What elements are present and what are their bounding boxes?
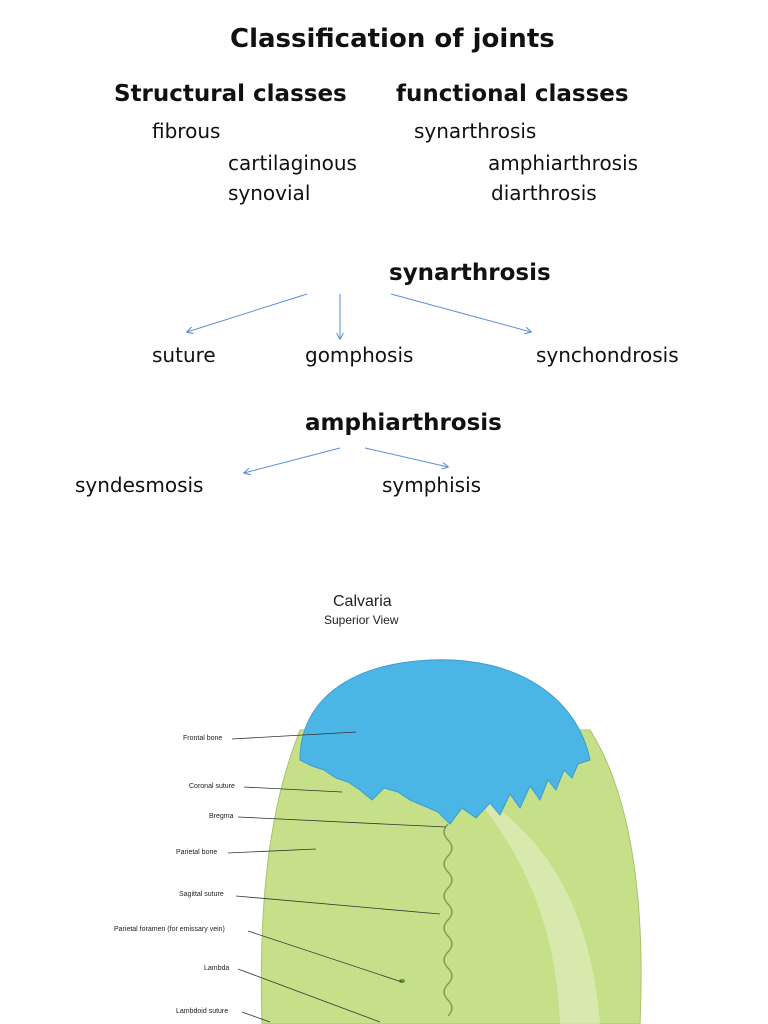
synarthrosis-child-suture: suture [152,343,216,367]
leader-sagittal-suture [235,895,441,915]
label-sagittal-suture: Sagittal suture [179,891,224,898]
amphiarthrosis-child-syndesmosis: syndesmosis [75,473,204,497]
leader-lambda [237,968,381,1023]
label-parietal-bone: Parietal bone [176,849,218,856]
arrow-to-symphisis [364,447,448,467]
page-title: Classification of joints [230,24,555,54]
label-lambda: Lambda [204,965,230,972]
frontal-bone-shape [299,659,591,825]
arrow-to-syndesmosis [244,447,341,473]
amphiarthrosis-child-symphisis: symphisis [382,473,482,497]
sagittal-suture [443,823,453,1017]
figure-title: Calvaria [333,593,392,610]
synarthrosis-child-synchondrosis: synchondrosis [536,343,679,367]
structural-item-fibrous: fibrous [152,119,221,143]
functional-item-diarthrosis: diarthrosis [491,181,597,205]
structural-item-synovial: synovial [228,181,311,205]
leader-coronal-suture [243,786,343,793]
functional-item-synarthrosis: synarthrosis [414,119,537,143]
leader-bregma [237,816,447,828]
label-frontal-bone: Frontal bone [183,735,223,742]
arrow-to-suture [187,293,308,332]
leader-lambdoid-suture [241,1011,271,1023]
label-bregma: Bregma [209,813,234,820]
structural-item-cartilaginous: cartilaginous [228,151,357,175]
figure-subtitle: Superior View [324,613,399,627]
parietal-foramen [399,979,405,983]
functional-item-amphiarthrosis: amphiarthrosis [488,151,639,175]
synarthrosis-child-gomphosis: gomphosis [305,343,414,367]
structural-classes-heading: Structural classes [114,81,347,107]
parietal-highlight [470,790,600,1024]
amphiarthrosis-heading: amphiarthrosis [305,410,502,436]
label-parietal-foramen: Parietal foramen (for emissary vein) [114,926,225,933]
functional-classes-heading: functional classes [396,81,629,107]
label-coronal-suture: Coronal suture [189,783,235,790]
leader-frontal-bone [231,731,357,740]
synarthrosis-heading: synarthrosis [389,260,551,286]
label-lambdoid-suture: Lambdoid suture [176,1008,229,1015]
leader-parietal-foramen [247,930,403,983]
leader-parietal-bone [227,848,317,854]
arrow-to-synchondrosis [390,293,531,332]
